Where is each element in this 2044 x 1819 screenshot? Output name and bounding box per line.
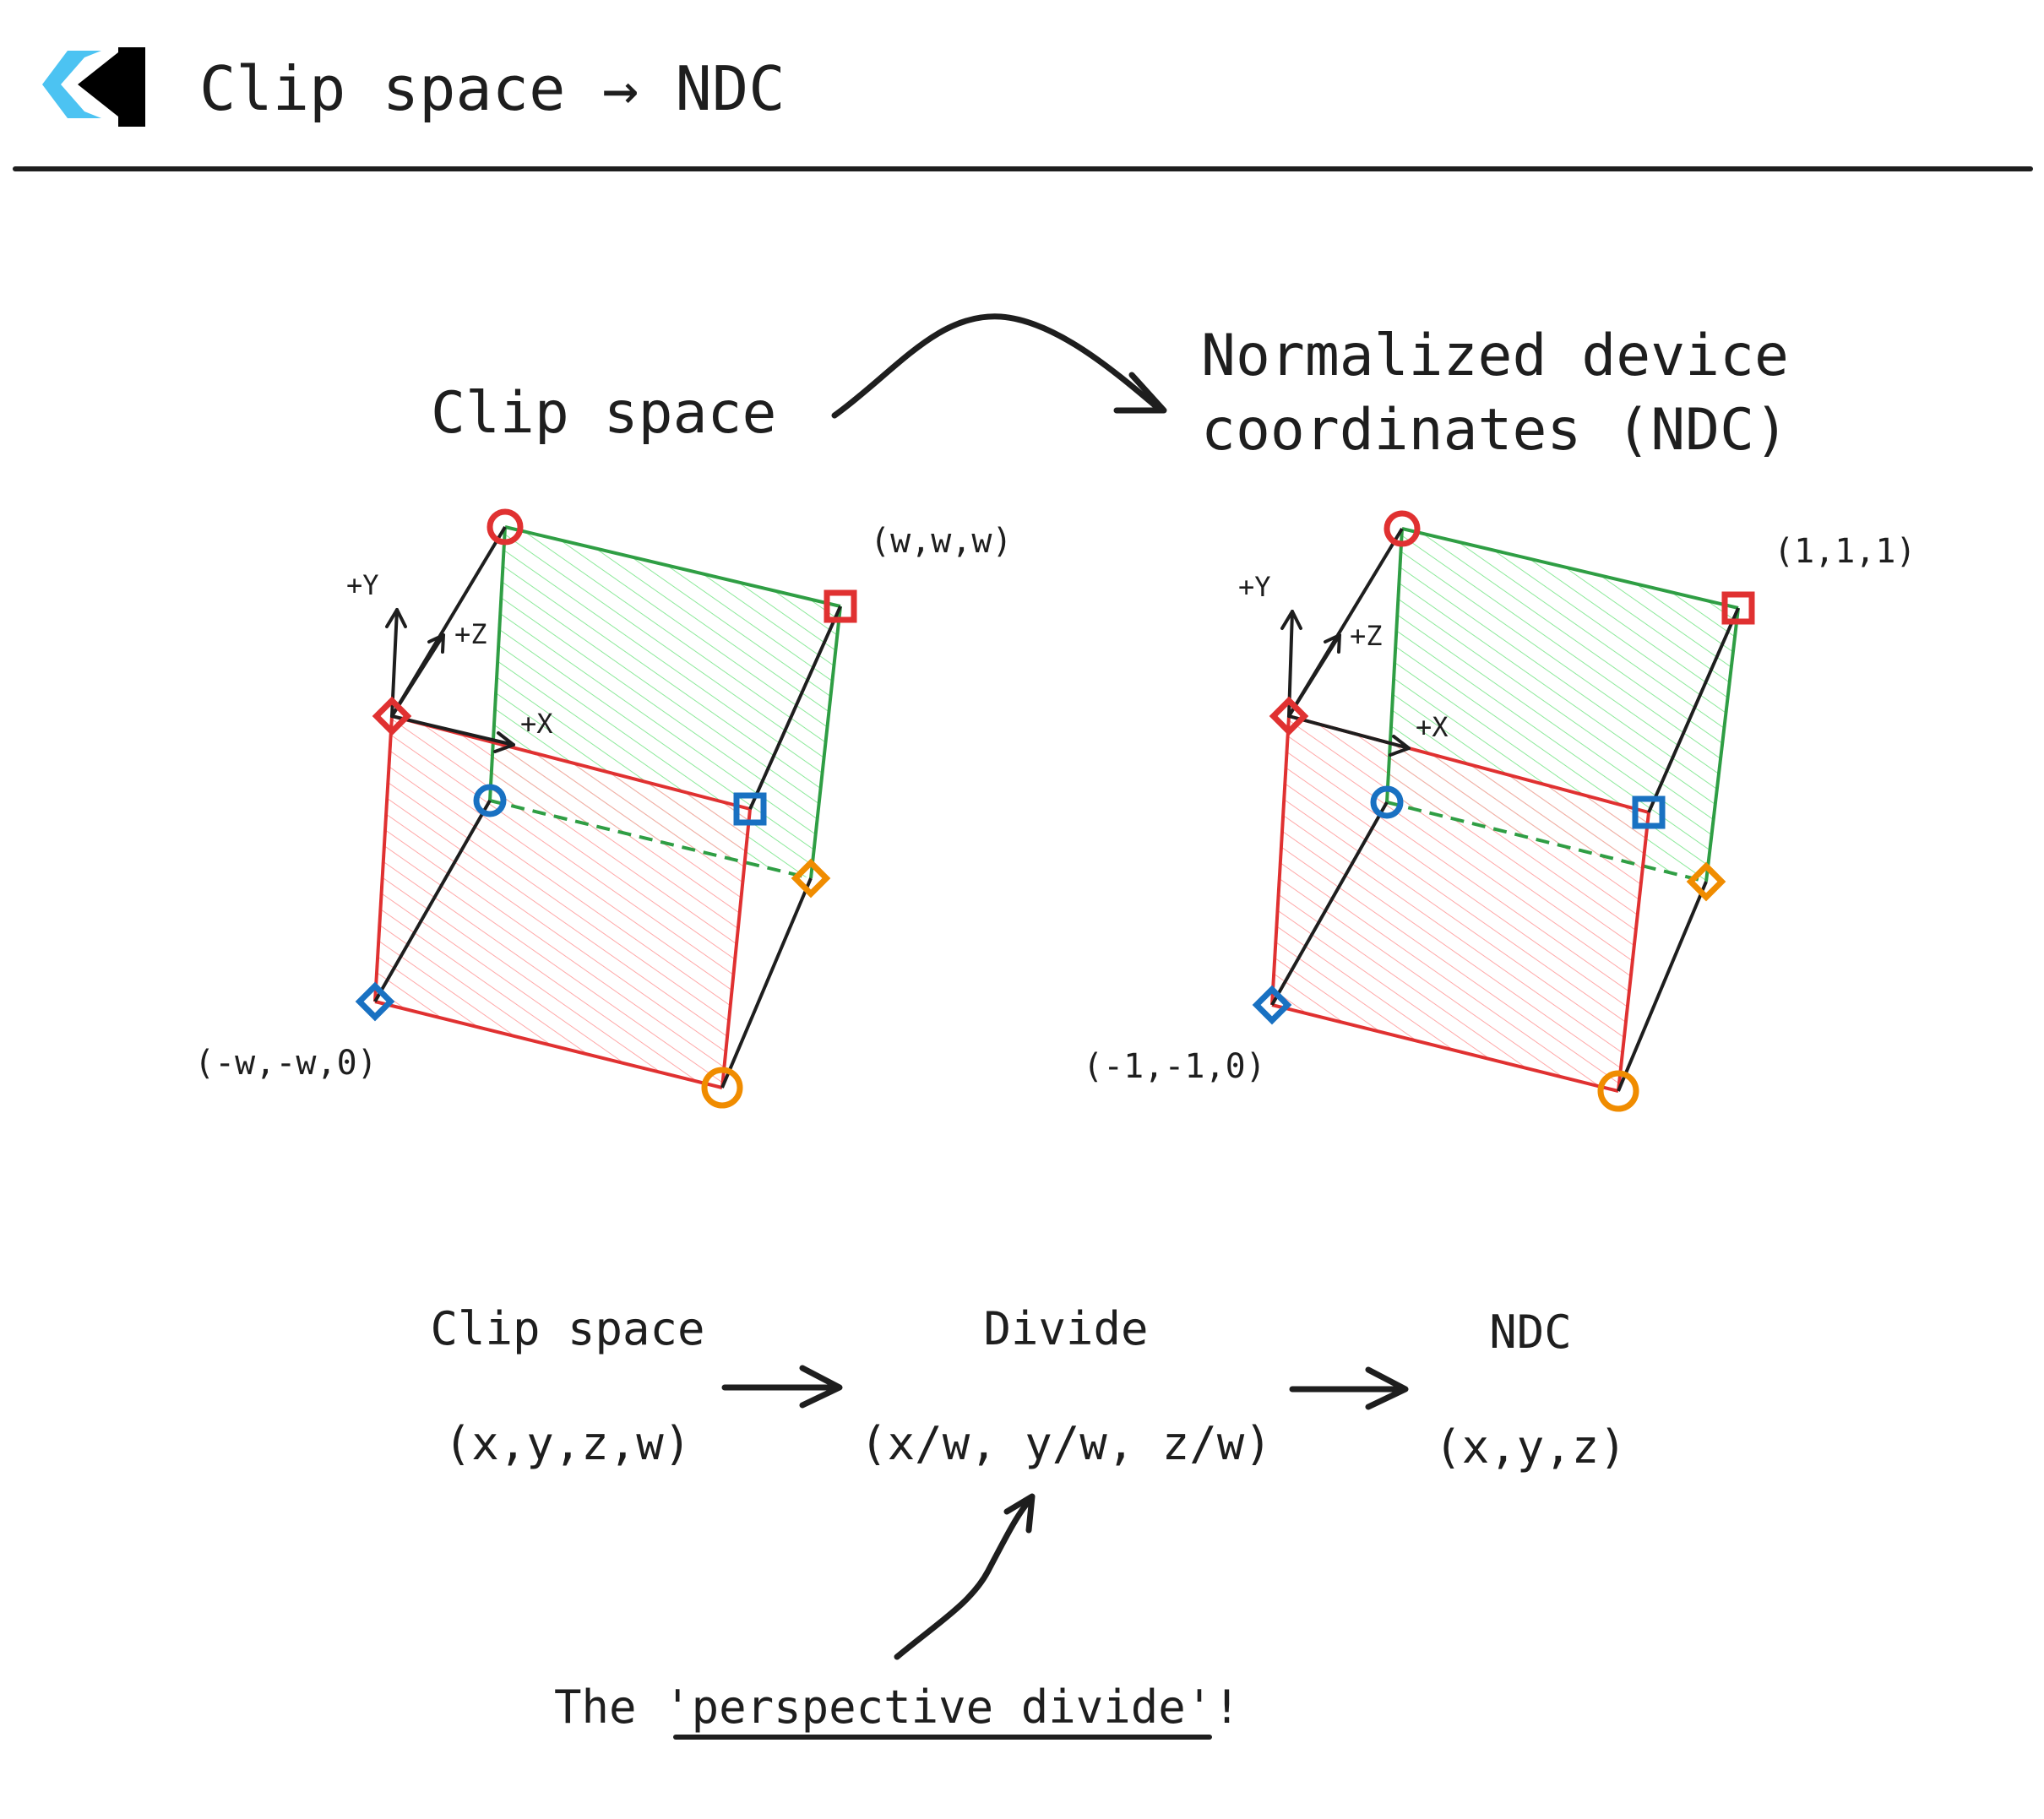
- clip-space-cube: +Y +Z +X (w,w,w) (-w,-w,0): [194, 508, 1013, 1109]
- corner-marker-diamond: [372, 696, 412, 736]
- corner-marker-circle: [487, 508, 524, 546]
- pipeline-step-clip-title: Clip space: [430, 1302, 704, 1355]
- corner-marker-circle: [1370, 785, 1404, 819]
- corner-marker-circle: [701, 1067, 743, 1109]
- cube-front-face: [375, 716, 750, 1088]
- pipeline-step-divide-title: Divide: [983, 1302, 1148, 1355]
- pipeline-step-divide-value: (x/w, y/w, z/w): [860, 1417, 1272, 1470]
- corner-marker-diamond: [355, 981, 395, 1022]
- left-heading: Clip space: [431, 380, 776, 447]
- pipeline-step-clip-value: (x,y,z,w): [444, 1417, 692, 1470]
- logo: [42, 47, 145, 127]
- cube-origin-corner-label: (-1,-1,0): [1083, 1047, 1266, 1086]
- logo-block-icon: [78, 47, 145, 127]
- corner-marker-square: [824, 589, 857, 623]
- page-title: Clip space → NDC: [199, 53, 786, 124]
- corner-marker-square: [1721, 591, 1755, 625]
- annotation-text: The 'perspective divide'!: [554, 1681, 1241, 1734]
- axes-arrows: [1280, 610, 1411, 757]
- logo-chevron-icon: [42, 51, 101, 118]
- pipeline-step-ndc-value: (x,y,z): [1434, 1420, 1627, 1474]
- axis-label-y: +Y: [346, 569, 379, 601]
- cube-top-corner-label: (1,1,1): [1774, 532, 1916, 571]
- cube-front-face: [1272, 716, 1649, 1091]
- pipeline-arrow: [721, 1365, 843, 1409]
- corner-marker-diamond: [1252, 985, 1292, 1025]
- annotation-arrow: [894, 1493, 1036, 1660]
- corner-marker-diamond: [1269, 696, 1309, 736]
- axis-label-x: +X: [520, 708, 553, 740]
- corner-marker-diamond: [791, 858, 831, 899]
- cube-top-corner-label: (w,w,w): [870, 522, 1013, 561]
- cube-origin-corner-label: (-w,-w,0): [194, 1044, 378, 1083]
- transform-arrow: [831, 313, 1167, 419]
- axis-label-z: +Z: [1350, 620, 1383, 652]
- corner-marker-circle: [1384, 510, 1421, 547]
- corner-marker-circle: [473, 784, 507, 817]
- axis-label-x: +X: [1416, 711, 1449, 743]
- right-heading-line2: coordinates (NDC): [1201, 397, 1789, 464]
- pipeline-step-ndc-title: NDC: [1489, 1306, 1572, 1359]
- axis-label-z: +Z: [454, 618, 487, 650]
- annotation-highlight: perspective divide: [692, 1681, 1186, 1734]
- corner-marker-diamond: [1686, 861, 1726, 902]
- axis-label-y: +Y: [1238, 571, 1271, 603]
- corner-marker-square: [733, 792, 767, 826]
- pipeline: Clip space (x,y,z,w) Divide (x/w, y/w, z…: [430, 1302, 1627, 1740]
- corner-marker-square: [1632, 795, 1666, 829]
- corner-marker-circle: [1597, 1070, 1639, 1112]
- right-heading-line1: Normalized device: [1201, 323, 1789, 389]
- ndc-cube: +Y +Z +X (1,1,1) (-1,-1,0): [1083, 510, 1916, 1112]
- pipeline-arrow: [1289, 1366, 1409, 1410]
